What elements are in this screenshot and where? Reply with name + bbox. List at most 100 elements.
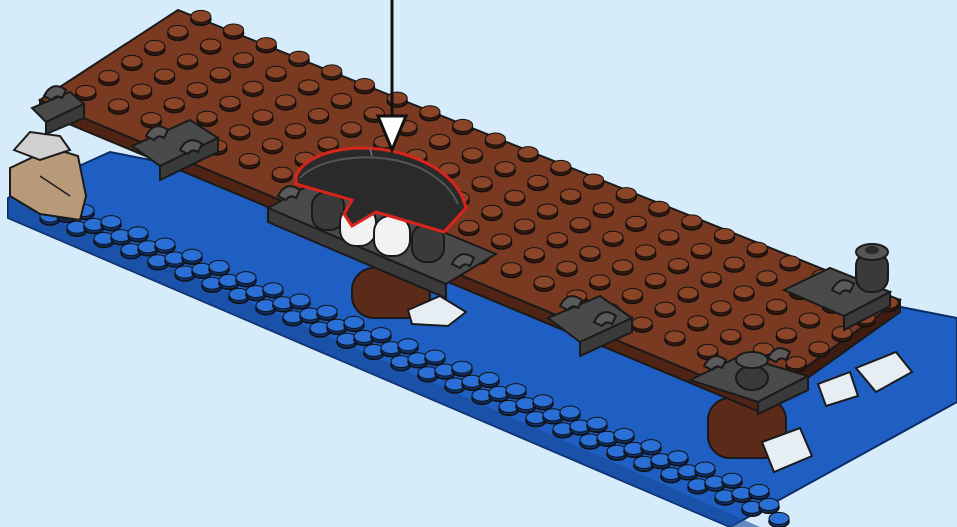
- brown-stud: [636, 245, 656, 260]
- blue-stud: [236, 272, 256, 287]
- brown-stud: [495, 162, 515, 177]
- brown-stud: [561, 189, 581, 204]
- brown-stud: [109, 99, 129, 114]
- brown-stud: [659, 230, 679, 245]
- blue-stud: [695, 462, 715, 477]
- brown-stud: [649, 201, 669, 216]
- brown-stud: [799, 313, 819, 328]
- brown-stud: [528, 175, 548, 190]
- brown-stud: [757, 271, 777, 286]
- brown-stud: [276, 95, 296, 110]
- blue-stud: [398, 339, 418, 354]
- brown-stud: [322, 65, 342, 80]
- brown-stud: [593, 203, 613, 218]
- brown-stud: [459, 220, 479, 235]
- brown-stud: [551, 160, 571, 175]
- brown-stud: [485, 133, 505, 148]
- brown-stud: [613, 260, 633, 275]
- brown-stud: [482, 205, 502, 220]
- brown-stud: [678, 287, 698, 302]
- brown-stud: [309, 109, 329, 124]
- brown-stud: [518, 147, 538, 162]
- brown-stud: [623, 289, 643, 304]
- brown-stud: [665, 331, 685, 346]
- brown-stud: [505, 190, 525, 205]
- brown-stud: [420, 106, 440, 121]
- brown-stud: [230, 125, 250, 140]
- blue-stud: [155, 238, 175, 253]
- brown-stud: [145, 40, 165, 55]
- brown-stud: [780, 256, 800, 271]
- blue-stud: [263, 283, 283, 298]
- brown-stud: [430, 134, 450, 149]
- brown-stud: [99, 70, 119, 85]
- blue-stud: [533, 395, 553, 410]
- brown-stud: [632, 317, 652, 332]
- brown-stud: [453, 119, 473, 134]
- brown-stud: [646, 274, 666, 289]
- brown-stud: [584, 174, 604, 189]
- blue-stud: [290, 294, 310, 309]
- brown-stud: [580, 246, 600, 261]
- brown-stud: [744, 314, 764, 329]
- brown-stud: [616, 188, 636, 203]
- brown-stud: [266, 66, 286, 81]
- brown-stud: [164, 98, 184, 113]
- blue-stud: [769, 512, 789, 527]
- blue-stud: [128, 227, 148, 242]
- brown-stud: [747, 242, 767, 257]
- brown-stud: [243, 81, 263, 96]
- brown-stud: [524, 248, 544, 263]
- brown-stud: [701, 272, 721, 287]
- brown-stud: [224, 24, 244, 39]
- brown-stud: [776, 328, 796, 343]
- brown-stud: [286, 124, 306, 139]
- blue-stud: [425, 350, 445, 365]
- brown-stud: [155, 69, 175, 84]
- brown-stud: [626, 216, 646, 231]
- brown-stud: [724, 257, 744, 272]
- blue-stud: [668, 451, 688, 466]
- blue-stud: [506, 384, 526, 399]
- blue-stud: [722, 473, 742, 488]
- brown-stud: [187, 83, 207, 98]
- brown-stud: [355, 79, 375, 94]
- blue-stud: [641, 440, 661, 455]
- blue-stud: [209, 260, 229, 275]
- brown-stud: [570, 218, 590, 233]
- brown-stud: [515, 219, 535, 234]
- brown-stud: [76, 85, 96, 100]
- blue-stud: [101, 216, 121, 231]
- brown-stud: [168, 25, 188, 40]
- brown-stud: [767, 299, 787, 314]
- brown-stud: [688, 316, 708, 331]
- brown-stud: [197, 111, 217, 126]
- brown-stud: [590, 275, 610, 290]
- brown-stud: [832, 327, 852, 342]
- brown-stud: [809, 342, 829, 357]
- brown-stud: [387, 92, 407, 107]
- brown-stud: [256, 38, 276, 53]
- brown-stud: [132, 84, 152, 99]
- brown-stud: [191, 10, 211, 25]
- brown-stud: [734, 286, 754, 301]
- blue-stud: [587, 417, 607, 432]
- blue-stud: [182, 249, 202, 264]
- brown-stud: [669, 259, 689, 274]
- brown-stud: [299, 80, 319, 95]
- blue-stud: [614, 428, 634, 443]
- brown-stud: [220, 96, 240, 111]
- brown-stud: [603, 231, 623, 246]
- brown-stud: [240, 154, 260, 169]
- brown-stud: [715, 229, 735, 244]
- brown-stud: [692, 244, 712, 259]
- blue-stud: [479, 372, 499, 387]
- brown-stud: [263, 139, 283, 154]
- blue-stud: [759, 498, 779, 513]
- brown-stud: [492, 234, 512, 249]
- blue-stud: [452, 361, 472, 376]
- brown-stud: [547, 233, 567, 248]
- blue-stud: [560, 406, 580, 421]
